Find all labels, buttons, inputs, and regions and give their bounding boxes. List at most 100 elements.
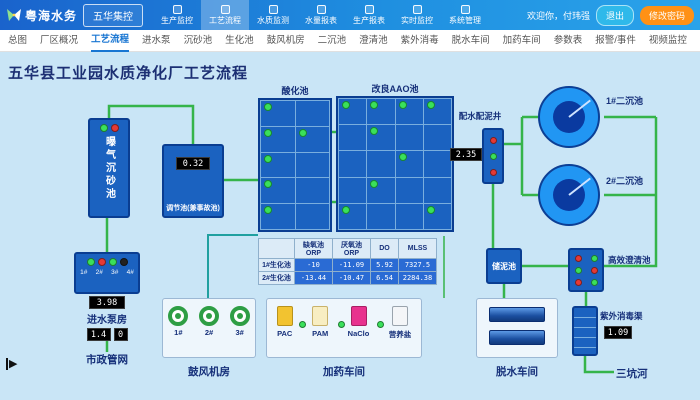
dosing-room-panel[interactable]: PAC PAM NaClo 营养盐 [266,298,422,358]
dosing-pump-icon [377,321,384,328]
uv-channel[interactable] [572,306,598,356]
water-quality-icon [268,4,278,14]
menu-item-system-admin[interactable]: 系统管理 [441,0,489,30]
nav-tab-parameters[interactable]: 参数表 [553,34,583,46]
menu-item-production-report[interactable]: 生产报表 [345,0,393,30]
menu-item-water-volume-report[interactable]: 水量报表 [297,0,345,30]
distribution-well-value: 2.35 [450,148,482,161]
regulating-tank[interactable]: 0.32 调节池(兼事故池) [162,144,224,218]
fan-icon [168,306,189,326]
acidification-tank[interactable] [258,98,332,232]
menu-item-process-flow[interactable]: 工艺流程 [201,0,250,30]
dosing-pump-icon [338,321,345,328]
well-status-lights [484,130,502,176]
nav-tab-inlet-pump[interactable]: 进水泵 [142,34,171,46]
nav-tab-video[interactable]: 视频监控 [648,34,687,46]
tab-bar: 总图 厂区概况 工艺流程 进水泵 沉砂池 生化池 鼓风机房 二沉池 澄清池 紫外… [0,30,700,52]
grit-tank-status-lights [90,120,128,132]
pam-tank-icon [312,306,329,326]
process-flow-canvas: 五华县工业园水质净化厂工艺流程 曝气沉砂池 1# 2# [0,52,700,400]
fan-icon [229,306,250,326]
pump-4-light [119,258,128,266]
nav-tab-process-flow[interactable]: 工艺流程 [91,30,130,52]
top-header: 粤海水务 五华集控 生产监控 工艺流程 水质监测 水量报表 生产报表 [0,0,700,30]
inlet-pump-station[interactable]: 1# 2# 3# 4# 3.98 进水泵房 1.4 0 [74,252,140,341]
regulating-tank-value: 0.32 [176,157,210,170]
municipal-network-label: 市政管网 [86,354,128,366]
naclo-tank-icon [350,306,367,326]
water-report-icon [316,4,326,14]
aao-tank[interactable] [336,96,454,232]
fan-icon [198,306,219,326]
aerated-grit-tank[interactable]: 曝气沉砂池 [88,118,130,218]
sludge-storage-tank[interactable]: 储泥池 [486,248,522,284]
table-row: 2#生化池 -13.44 -10.47 6.54 2284.38 [258,271,437,285]
status-alarm-light [110,124,119,132]
logo-text: 粤海水务 [25,8,78,23]
pump-status-lights [76,254,138,266]
nav-tab-alarms[interactable]: 报警/事件 [595,34,636,46]
dewatering-room-panel[interactable] [476,298,558,358]
inlet-pump-values: 1.4 0 [86,328,128,341]
distribution-well[interactable] [482,128,504,184]
station-button[interactable]: 五华集控 [83,3,144,27]
aao-tank-label: 改良AAO池 [371,84,419,94]
nav-tab-dosing[interactable]: 加药车间 [502,34,541,46]
nav-tab-overview-map[interactable]: 总图 [8,34,28,46]
production-report-icon [364,4,374,14]
menu-item-realtime-monitor[interactable]: 实时监控 [393,0,441,30]
chemical-tank-row: PAC PAM NaClo 营养盐 [267,299,421,340]
nav-tab-uv-disinfection[interactable]: 紫外消毒 [400,34,439,46]
distribution-well-label: 配水配泥井 [458,111,502,121]
expand-panel-button[interactable]: ▶ [6,358,17,370]
clarifier-status-lights [570,250,602,286]
inlet-value-1: 1.4 [86,328,111,341]
nav-tab-blower-room[interactable]: 鼓风机房 [266,34,305,46]
pump-2-light [97,258,106,266]
secondary-clarifier-2[interactable] [538,164,600,226]
menu-item-production-monitor[interactable]: 生产监控 [153,0,201,30]
high-efficiency-clarifier-label: 高效澄清池 [608,255,651,265]
pump-3-light [108,258,117,266]
logo: 粤海水务 [6,7,77,24]
change-password-button[interactable]: 修改密码 [639,5,694,25]
nav-tab-biochemical-tank[interactable]: 生化池 [225,34,254,46]
secondary-clarifier-1-label: 1#二沉池 [606,96,644,106]
blower-room-panel[interactable]: 1# 2# 3# [162,298,256,358]
inlet-flow-value: 3.98 [89,296,125,309]
dosing-pump-icon [299,321,306,328]
blower-room-label: 鼓风机房 [188,366,230,378]
table-row: 1#生化池 -10 -11.09 5.92 7327.5 [258,258,437,272]
uv-channel-value: 1.09 [604,326,632,339]
dewatering-room-label: 脱水车间 [496,366,538,378]
inlet-value-2: 0 [113,328,128,341]
expand-arrow-icon: ▶ [9,358,18,370]
sludge-storage-label: 储泥池 [492,261,516,271]
regulating-tank-label: 调节池(兼事故池) [166,205,220,212]
nutrient-tank-icon [392,306,409,326]
pipe-network [105,104,658,374]
logout-button[interactable]: 退出 [595,4,634,26]
inlet-pump-box: 1# 2# 3# 4# [74,252,140,294]
nav-tab-grit-chamber[interactable]: 沉砂池 [183,34,213,46]
nav-tab-plant-overview[interactable]: 厂区概况 [40,34,79,46]
nav-tab-dewatering[interactable]: 脱水车间 [451,34,490,46]
top-menu: 生产监控 工艺流程 水质监测 水量报表 生产报表 实时监控 [153,0,489,30]
menu-item-water-quality[interactable]: 水质监测 [249,0,297,30]
process-flow-icon [220,4,230,14]
nav-tab-clarifier[interactable]: 澄清池 [359,34,388,46]
secondary-clarifier-2-label: 2#二沉池 [606,176,644,186]
realtime-monitor-icon [412,4,422,14]
high-efficiency-clarifier[interactable] [568,248,604,292]
inlet-pump-label: 进水泵房 [87,315,127,326]
pump-id-row: 1# 2# 3# 4# [80,269,134,276]
dewatering-machine-icon [489,330,545,345]
dosing-room-label: 加药车间 [323,366,365,378]
page-title: 五华县工业园水质净化厂工艺流程 [8,65,249,82]
river-label: 三坑河 [616,368,648,380]
acid-tank-label: 酸化池 [281,86,309,96]
secondary-clarifier-1[interactable] [538,86,600,148]
biotank-data-table: 缺氧池ORP 厌氧池ORP DO MLSS 1#生化池 -10 -11.09 5… [258,238,437,285]
nav-tab-secondary-clarifier[interactable]: 二沉池 [317,34,347,46]
